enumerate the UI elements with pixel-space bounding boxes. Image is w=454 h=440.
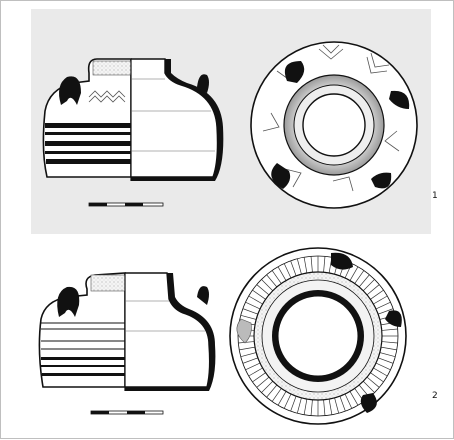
- scale-bar-1: [88, 202, 164, 207]
- scale-bar-2: [90, 410, 164, 415]
- vessel-2-top-view: [229, 247, 407, 425]
- vessel-1-top-view: [250, 41, 418, 209]
- vessel-1-profile: [42, 58, 224, 181]
- figure-1-number: 1: [432, 191, 438, 201]
- figure-2-number: 2: [432, 391, 438, 401]
- vessel-2-profile: [38, 272, 216, 391]
